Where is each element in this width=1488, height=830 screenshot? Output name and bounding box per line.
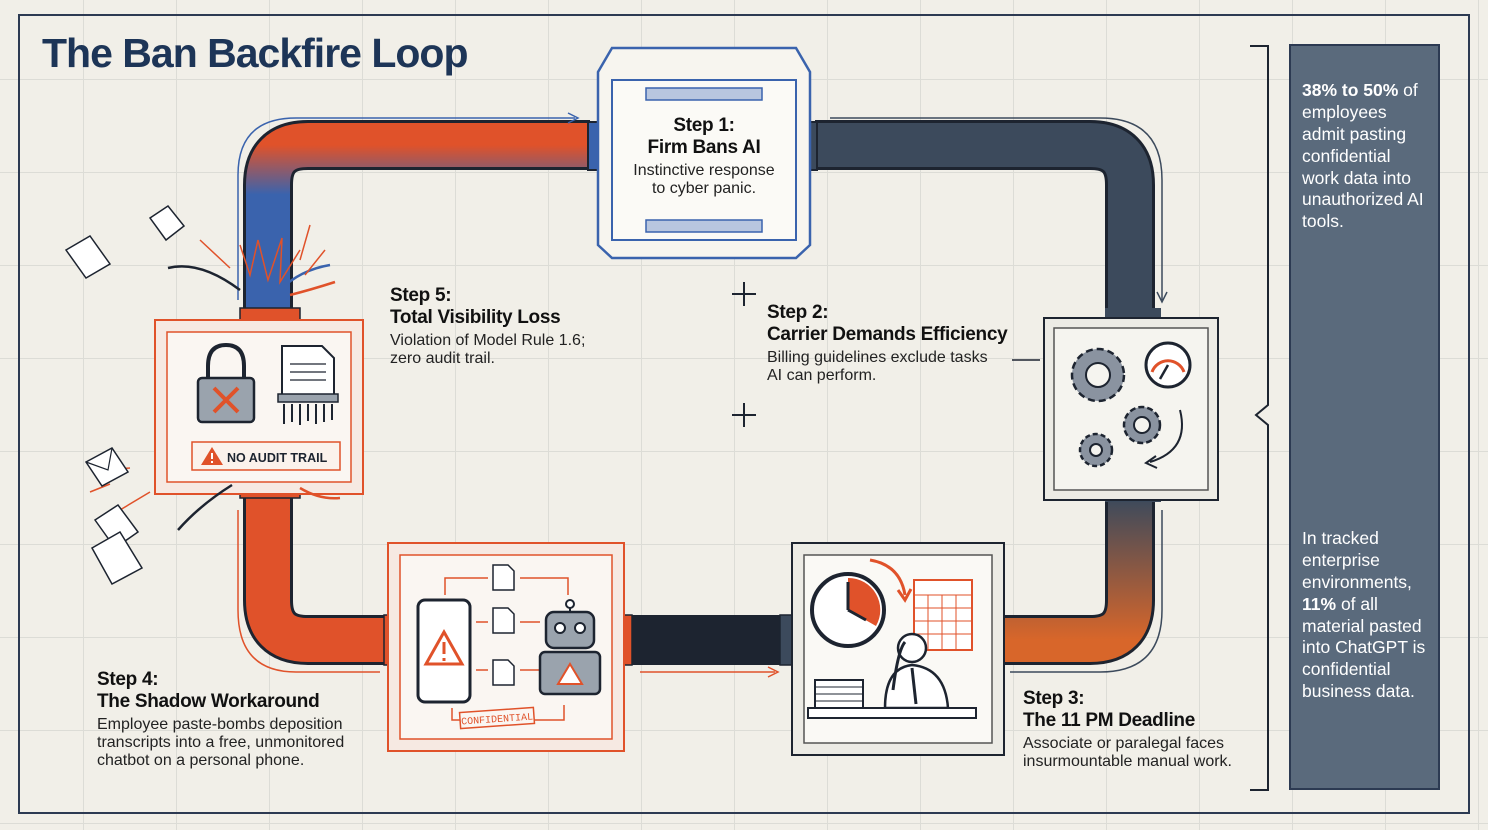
- no-audit-badge: NO AUDIT TRAIL: [227, 451, 328, 465]
- step4-desc-line2: transcripts into a free, unmonitored: [97, 734, 345, 752]
- step4-number: Step 4:: [97, 669, 159, 690]
- step3-desc-line2: insurmountable manual work.: [1023, 753, 1232, 771]
- step5-label: Step 5: Total Visibility Loss Violation …: [390, 285, 640, 368]
- step1-label: Step 1: Firm Bans AI Instinctive respons…: [610, 115, 798, 198]
- stats-sidebar: [1289, 44, 1440, 790]
- pipe-bottom-left: [243, 495, 392, 665]
- step4-shadow-box: CONFIDENTIAL: [383, 542, 633, 752]
- document-icon: [492, 564, 515, 686]
- warning-triangle-icon: [201, 447, 223, 465]
- robot-icon: [538, 599, 602, 696]
- step2-desc-line2: AI can perform.: [767, 367, 877, 385]
- stat1-text: of employees admit pasting confidential …: [1302, 80, 1424, 232]
- stat2-pre: In tracked enterprise environments,: [1302, 528, 1412, 592]
- gauge-icon: [1144, 341, 1192, 389]
- stat2-highlight: 11%: [1302, 593, 1337, 614]
- step1-title: Firm Bans AI: [647, 136, 761, 158]
- broken-wire-icon: [167, 263, 341, 531]
- lock-x-icon: [196, 342, 256, 424]
- step1-box: [587, 46, 818, 260]
- phone-warning-icon: [416, 598, 472, 704]
- step2-gear-box: [1012, 308, 1219, 502]
- step2-number: Step 2:: [767, 302, 829, 323]
- clock-icon: [810, 572, 886, 648]
- step4-title: The Shadow Workaround: [97, 690, 320, 712]
- debris-documents: [64, 204, 186, 586]
- stat2-post: of all material pasted into ChatGPT is c…: [1302, 593, 1426, 702]
- step5-number: Step 5:: [390, 285, 452, 306]
- step5-visibility-box: NO AUDIT TRAIL: [154, 307, 364, 499]
- pipe-top-left: [243, 120, 590, 310]
- step3-desc-line1: Associate or paralegal faces: [1023, 734, 1224, 752]
- step4-label: Step 4: The Shadow Workaround Employee p…: [97, 669, 377, 771]
- outer-frame: [18, 14, 1470, 814]
- confidential-stamp: CONFIDENTIAL: [461, 712, 534, 728]
- plus-marks: [732, 282, 756, 427]
- gears-icon: [1070, 347, 1162, 468]
- shredded-document-icon: [277, 345, 339, 425]
- pipe-top-right: [815, 120, 1155, 312]
- step3-label: Step 3: The 11 PM Deadline Associate or …: [1023, 688, 1263, 771]
- flow-arrows: [237, 112, 1168, 678]
- step5-desc-line2: zero audit trail.: [390, 350, 495, 368]
- step2-label: Step 2: Carrier Demands Efficiency Billi…: [767, 302, 1047, 385]
- stat-employees-pasting: 38% to 50% of employees admit pasting co…: [1302, 80, 1430, 233]
- page-title: The Ban Backfire Loop: [42, 30, 469, 76]
- stressed-person-icon: [807, 632, 977, 719]
- envelope-icon: [84, 447, 130, 487]
- step2-desc-line1: Billing guidelines exclude tasks: [767, 348, 988, 366]
- step4-desc-line1: Employee paste-bombs deposition: [97, 715, 343, 733]
- step1-number: Step 1:: [673, 115, 735, 136]
- step1-desc-line2: to cyber panic.: [651, 180, 757, 198]
- step1-desc-line1: Instinctive response: [633, 161, 775, 179]
- step3-number: Step 3:: [1023, 688, 1085, 709]
- step2-title: Carrier Demands Efficiency: [767, 323, 1008, 345]
- step3-title: The 11 PM Deadline: [1023, 709, 1195, 731]
- stat1-highlight: 38% to 50%: [1302, 80, 1399, 100]
- step5-desc-line1: Violation of Model Rule 1.6;: [390, 331, 586, 349]
- step4-desc-line3: chatbot on a personal phone.: [97, 752, 305, 770]
- step3-deadline-box: [779, 542, 1005, 756]
- pipe-bottom-right: [1000, 498, 1155, 665]
- step5-title: Total Visibility Loss: [390, 306, 561, 328]
- stat-chatgpt-confidential: In tracked enterprise environments, 11% …: [1302, 528, 1430, 703]
